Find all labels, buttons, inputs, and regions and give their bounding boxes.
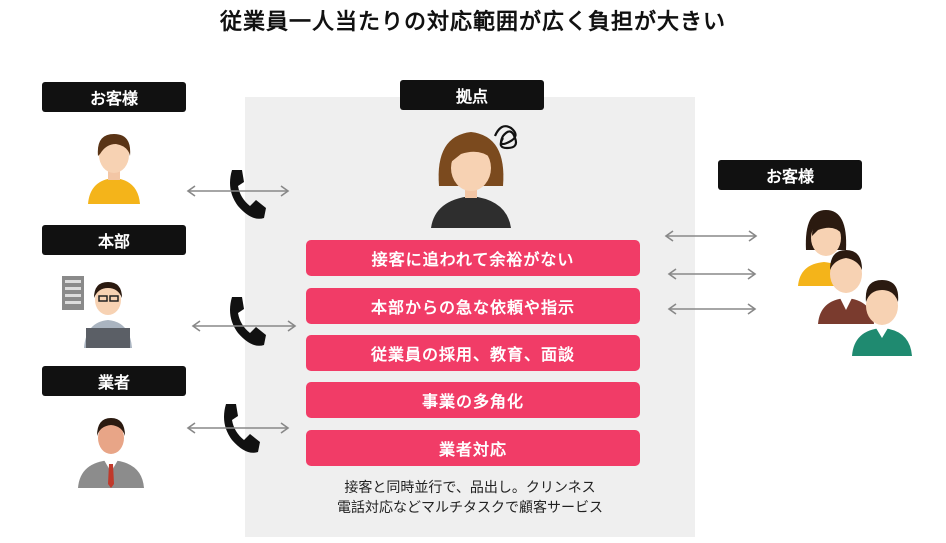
label-base: 拠点	[400, 80, 544, 110]
customer-group-icon	[798, 210, 912, 356]
issue-bar-4: 事業の多角化	[306, 382, 640, 418]
issue-bar-5: 業者対応	[306, 430, 640, 466]
double-arrow-icon	[186, 422, 290, 434]
label-customer-left: お客様	[42, 82, 186, 112]
phone-icon	[230, 297, 266, 346]
label-vendor: 業者	[42, 366, 186, 396]
double-arrow-icon	[664, 230, 758, 242]
stressed-woman-icon	[431, 125, 518, 228]
phone-icon	[230, 170, 266, 219]
note-line-2: 電話対応などマルチタスクで顧客サービス	[337, 500, 603, 516]
double-arrow-icon	[191, 320, 297, 332]
note-line-1: 接客と同時並行で、品出し。クリンネス	[344, 480, 596, 496]
double-arrow-icon	[667, 303, 757, 315]
office-worker-icon	[62, 276, 132, 348]
double-arrow-icon	[667, 268, 757, 280]
person-icon	[88, 134, 140, 204]
label-customer-right: お客様	[718, 160, 862, 190]
diagram-title: 従業員一人当たりの対応範囲が広く負担が大きい	[219, 10, 726, 35]
double-arrow-icon	[186, 185, 290, 197]
issue-bar-1: 接客に追われて余裕がない	[306, 240, 640, 276]
issue-bar-3: 従業員の採用、教育、面談	[306, 335, 640, 371]
phone-icon	[224, 404, 260, 453]
note-text: 接客と同時並行で、品出し。クリンネス 電話対応などマルチタスクで顧客サービス	[245, 478, 695, 518]
issue-bar-2: 本部からの急な依頼や指示	[306, 288, 640, 324]
label-headquarters: 本部	[42, 225, 186, 255]
business-man-icon	[78, 418, 144, 488]
